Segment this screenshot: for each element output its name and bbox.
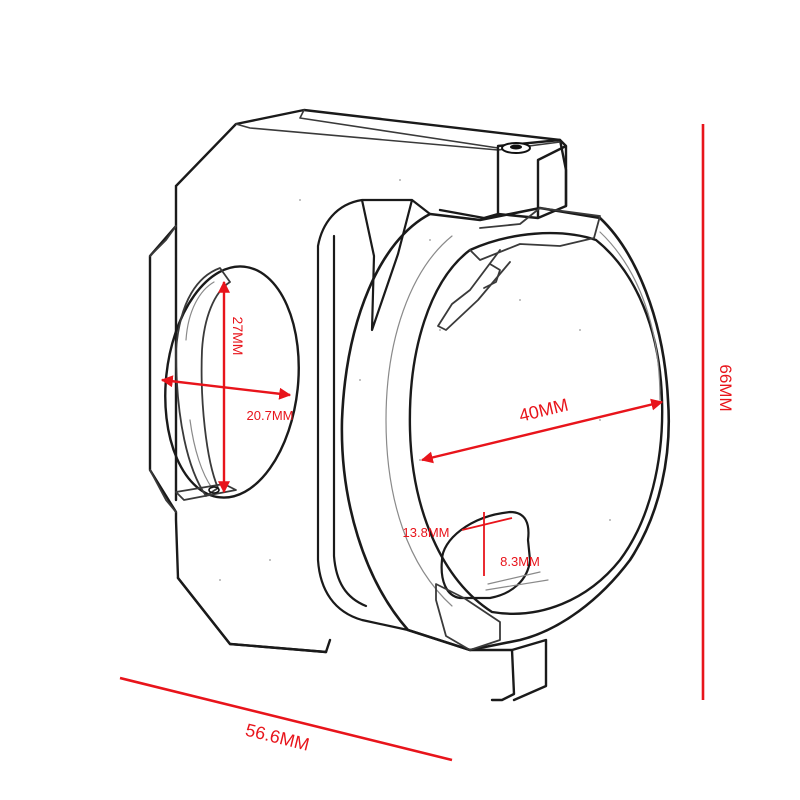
lower-clamp-tab: [435, 583, 501, 651]
bottom-body-edges: [176, 576, 548, 702]
dim-side-hole-height-label: 27MM: [230, 317, 246, 356]
large-ring: [340, 206, 671, 652]
dim-large-bore-label: 40MM: [517, 395, 570, 426]
dim-slot-width-label: 13.8MM: [403, 525, 450, 540]
dim-slot-height: 8.3MM: [483, 512, 540, 576]
dim-slot-width: 13.8MM: [403, 517, 513, 540]
dim-large-bore: 40MM: [420, 395, 664, 464]
dim-slot-height-label: 8.3MM: [500, 554, 540, 569]
dim-side-hole-width-label: 20.7MM: [247, 408, 294, 423]
dim-side-hole-width: 20.7MM: [160, 375, 294, 423]
clamp-part-drawing: [148, 108, 671, 702]
left-face-edges: [149, 225, 177, 513]
dim-overall-height: 66MM: [701, 124, 735, 700]
dim-overall-width-label: 56.6MM: [243, 720, 311, 755]
top-bolt-block: [438, 138, 568, 220]
dimension-annotations: 66MM 56.6MM 40MM 27MM 20.7MM 13.8MM: [119, 124, 735, 762]
center-channel: [316, 198, 432, 632]
lower-tab: [175, 483, 237, 501]
side-hole: [164, 265, 300, 499]
dim-overall-height-label: 66MM: [716, 364, 735, 411]
back-plate-outline: [148, 108, 568, 654]
bolt-head-icon: [501, 142, 531, 154]
surface-texture: [219, 179, 611, 581]
dim-overall-width: 56.6MM: [119, 676, 453, 762]
ring-slot: [440, 510, 549, 600]
